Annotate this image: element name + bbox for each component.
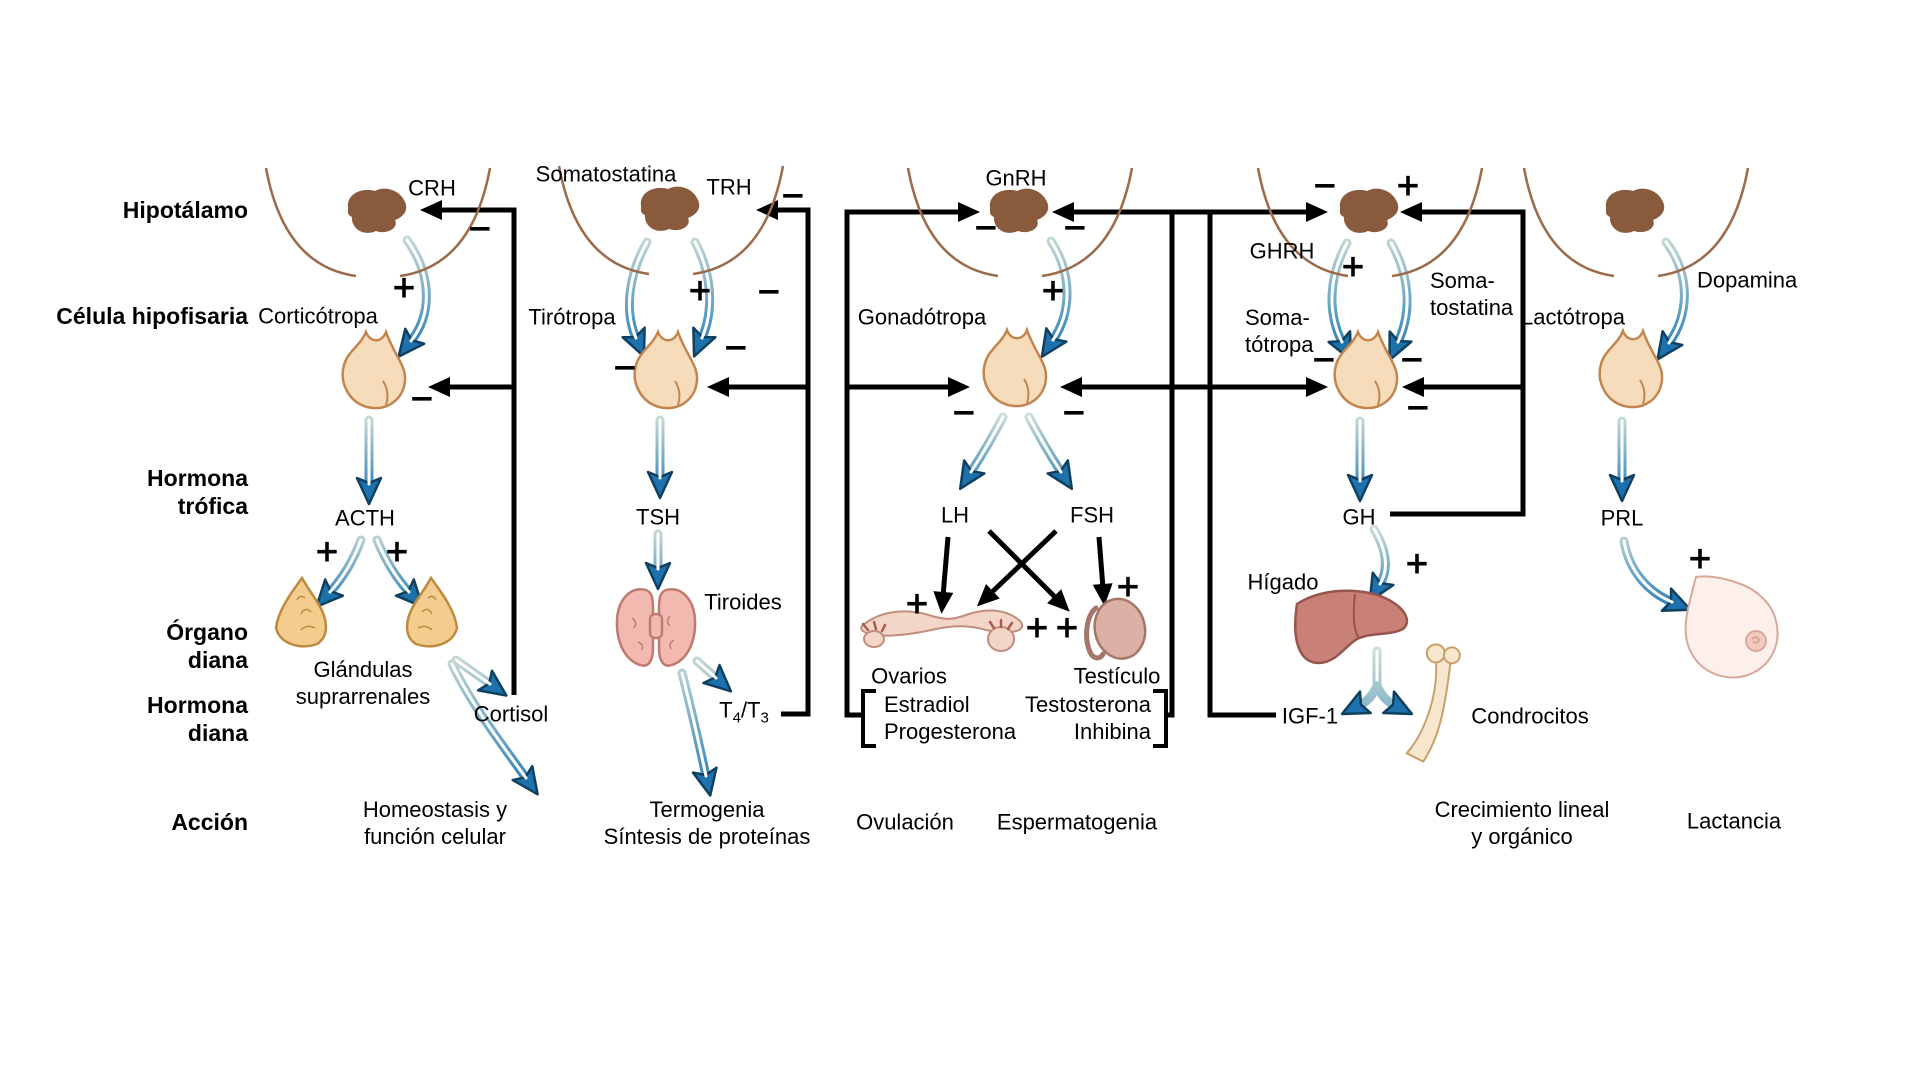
adrenal-gland-right (405, 575, 459, 648)
hypothalamus-lactotropic (1522, 167, 1750, 278)
hypothalamus-corticotropic (264, 167, 492, 278)
somatostatin-arrow-col2 (621, 237, 652, 358)
gh-short-loop-line (1390, 202, 1526, 517)
cortisol-action-arrow (447, 659, 539, 796)
acth-to-adrenal-right-arrow (372, 535, 424, 608)
label-t4-t3: T4/T3 (719, 697, 769, 727)
gh-to-liver-arrow (1368, 524, 1395, 603)
pituitary-lactotropic (1598, 327, 1664, 409)
testosterona-bracket (1153, 689, 1168, 748)
pituitary-thyrotropic (633, 328, 699, 410)
pituitary-to-lh-arrow (958, 412, 1008, 491)
pituitary-somatotropic (1333, 328, 1399, 410)
bone (1405, 643, 1461, 763)
cortisol-feedback-line (420, 200, 517, 695)
testicle (1084, 597, 1147, 661)
liver-igf-fork-arrow (1340, 646, 1414, 716)
liver (1294, 589, 1409, 665)
acth-to-adrenal-left-arrow (315, 535, 366, 608)
uterus-and-ovaries (860, 609, 1024, 652)
lh-fsh-arrows (933, 529, 1113, 614)
pituitary-corticotropic (341, 328, 407, 410)
t4t3-action-arrow (677, 668, 718, 797)
hypothalamus-thyrotropic (557, 165, 785, 276)
hypothalamus-somatotropic (1256, 167, 1484, 278)
gonadal-left-feedback-line (844, 202, 980, 718)
prl-to-breast-arrow (1619, 536, 1692, 613)
breast (1684, 575, 1779, 679)
trh-arrow (690, 237, 717, 358)
somatostatin-arrow-col4 (1386, 238, 1413, 362)
gnrh-arrow (1040, 236, 1072, 358)
estradiol-bracket (861, 689, 876, 748)
crh-arrow (397, 235, 431, 358)
hypothalamus-gonadotropic (906, 167, 1134, 278)
pituitary-gonadotropic (982, 326, 1048, 408)
dopamine-arrow (1656, 237, 1689, 361)
adrenal-to-cortisol-arrow (451, 655, 508, 697)
thyroid-feedback-line (707, 200, 811, 717)
thyroid-gland (615, 588, 697, 667)
pituitary-to-fsh-arrow (1024, 412, 1074, 491)
ghrh-arrow (1327, 238, 1353, 362)
gonadal-right-and-igf-feedback-lines (1052, 202, 1328, 718)
thyroid-to-t4t3-arrow (692, 656, 733, 693)
adrenal-gland-left (274, 575, 328, 648)
